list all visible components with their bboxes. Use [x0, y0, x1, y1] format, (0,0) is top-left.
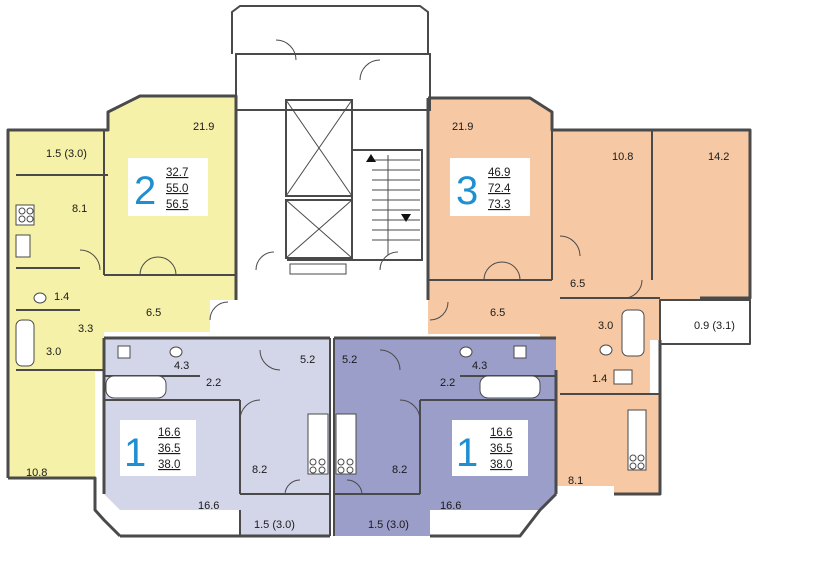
room-label: 0.9 (3.1): [694, 320, 735, 332]
apt-2-rooms: 2: [134, 169, 156, 213]
room-label: 16.6: [198, 500, 219, 512]
room-label: 5.2: [342, 354, 357, 366]
apt-1-right-total: 36.5: [490, 443, 512, 455]
room-label: 8.1: [72, 203, 87, 215]
room-label: 8.1: [568, 475, 583, 487]
apt-3-living: 46.9: [488, 167, 510, 179]
apt-1-left-total-balcony: 38.0: [158, 459, 180, 471]
room-label: 21.9: [193, 121, 214, 133]
apt-1-right-living: 16.6: [490, 427, 512, 439]
room-label: 10.8: [26, 467, 47, 479]
apt-3-badge: 3 46.9 72.4 73.3: [450, 158, 530, 216]
room-label: 6.5: [146, 307, 161, 319]
apt-1-right-rooms: 1: [456, 431, 478, 475]
elevator-shaft-marks: [289, 263, 347, 275]
room-label: 4.3: [174, 360, 189, 372]
apt-3-total-balcony: 73.3: [488, 199, 510, 211]
common-corridor: [238, 280, 426, 332]
room-label: 6.5: [490, 307, 505, 319]
room-label: 3.3: [78, 323, 93, 335]
apt-1-right-badge: 1 16.6 36.5 38.0: [452, 420, 528, 476]
room-label: 2.2: [440, 377, 455, 389]
room-label: 3.0: [46, 346, 61, 358]
apt-2-total: 55.0: [166, 183, 188, 195]
room-label: 10.8: [612, 151, 633, 163]
room-label: 6.5: [570, 278, 585, 290]
apt-1-left-living: 16.6: [158, 427, 180, 439]
apt-1-left-badge: 1 16.6 36.5 38.0: [120, 420, 196, 476]
room-label: 8.2: [252, 464, 267, 476]
room-label: 1.5 (3.0): [46, 148, 87, 160]
room-label: 21.9: [452, 121, 473, 133]
fixtures: [15, 204, 647, 475]
doors: [79, 39, 643, 495]
room-label: 1.4: [592, 373, 607, 385]
room-label: 1.4: [54, 291, 69, 303]
apt-2-living: 32.7: [166, 167, 188, 179]
room-label: 16.6: [440, 500, 461, 512]
apt-1-left-total: 36.5: [158, 443, 180, 455]
apt-3-rooms: 3: [456, 169, 478, 213]
room-labels: 21.9 1.5 (3.0) 8.1 1.4 3.0 3.3 6.5 10.8 …: [26, 121, 735, 531]
apt-2-badge: 2 32.7 55.0 56.5: [128, 158, 208, 216]
room-label: 14.2: [708, 151, 729, 163]
room-label: 3.0: [598, 320, 613, 332]
apt-1-left-rooms: 1: [124, 431, 146, 475]
stair-up-arrow-icon: [366, 154, 376, 162]
apt-3-total: 72.4: [488, 183, 511, 195]
room-label: 5.2: [300, 354, 315, 366]
room-label: 4.3: [472, 360, 487, 372]
stair-down-arrow-icon: [401, 214, 411, 222]
building-core: [231, 5, 431, 261]
room-label: 8.2: [392, 464, 407, 476]
room-label: 1.5 (3.0): [368, 519, 409, 531]
room-label: 1.5 (3.0): [254, 519, 295, 531]
room-label: 2.2: [206, 377, 221, 389]
stair-steps: [372, 155, 420, 255]
apt-2-total-balcony: 56.5: [166, 199, 188, 211]
apt-1-right-total-balcony: 38.0: [490, 459, 512, 471]
